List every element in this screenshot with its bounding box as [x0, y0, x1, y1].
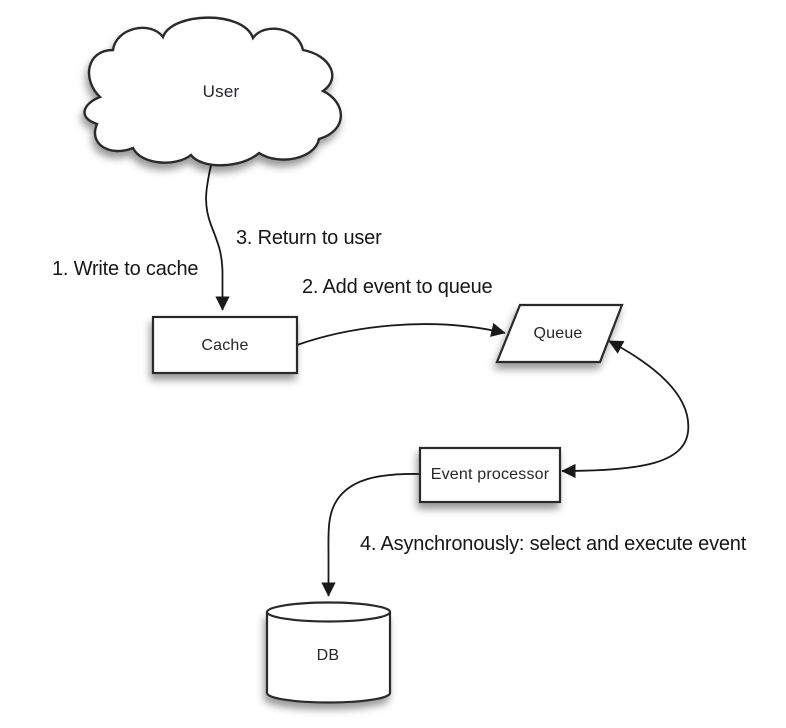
edge-queue-event-processor	[561, 340, 690, 479]
edge-user-to-cache	[205, 164, 230, 311]
user-cloud-shape	[83, 16, 343, 167]
edge-label-add-event-to-queue: 2. Add event to queue	[302, 276, 493, 298]
edge-label-return-to-user: 3. Return to user	[236, 227, 382, 249]
cache-node-label: Cache	[201, 337, 249, 354]
edges-layer	[205, 164, 690, 597]
edge-label-async-execute: 4. Asynchronously: select and execute ev…	[360, 533, 747, 555]
edge-label-write-to-cache: 1. Write to cache	[52, 258, 199, 280]
event-processor-node-shape	[418, 446, 562, 504]
nodes-layer	[83, 16, 624, 704]
queue-node-shape	[495, 303, 624, 364]
db-node-label: DB	[316, 647, 340, 664]
db-cylinder-shape	[265, 601, 392, 704]
cache-node-shape	[151, 315, 299, 375]
user-node-label: User	[202, 82, 240, 101]
edge-event-processor-to-db	[321, 473, 421, 597]
edge-cache-to-queue	[296, 322, 506, 346]
queue-node-label: Queue	[533, 325, 583, 342]
event-processor-node-label: Event processor	[430, 466, 550, 483]
